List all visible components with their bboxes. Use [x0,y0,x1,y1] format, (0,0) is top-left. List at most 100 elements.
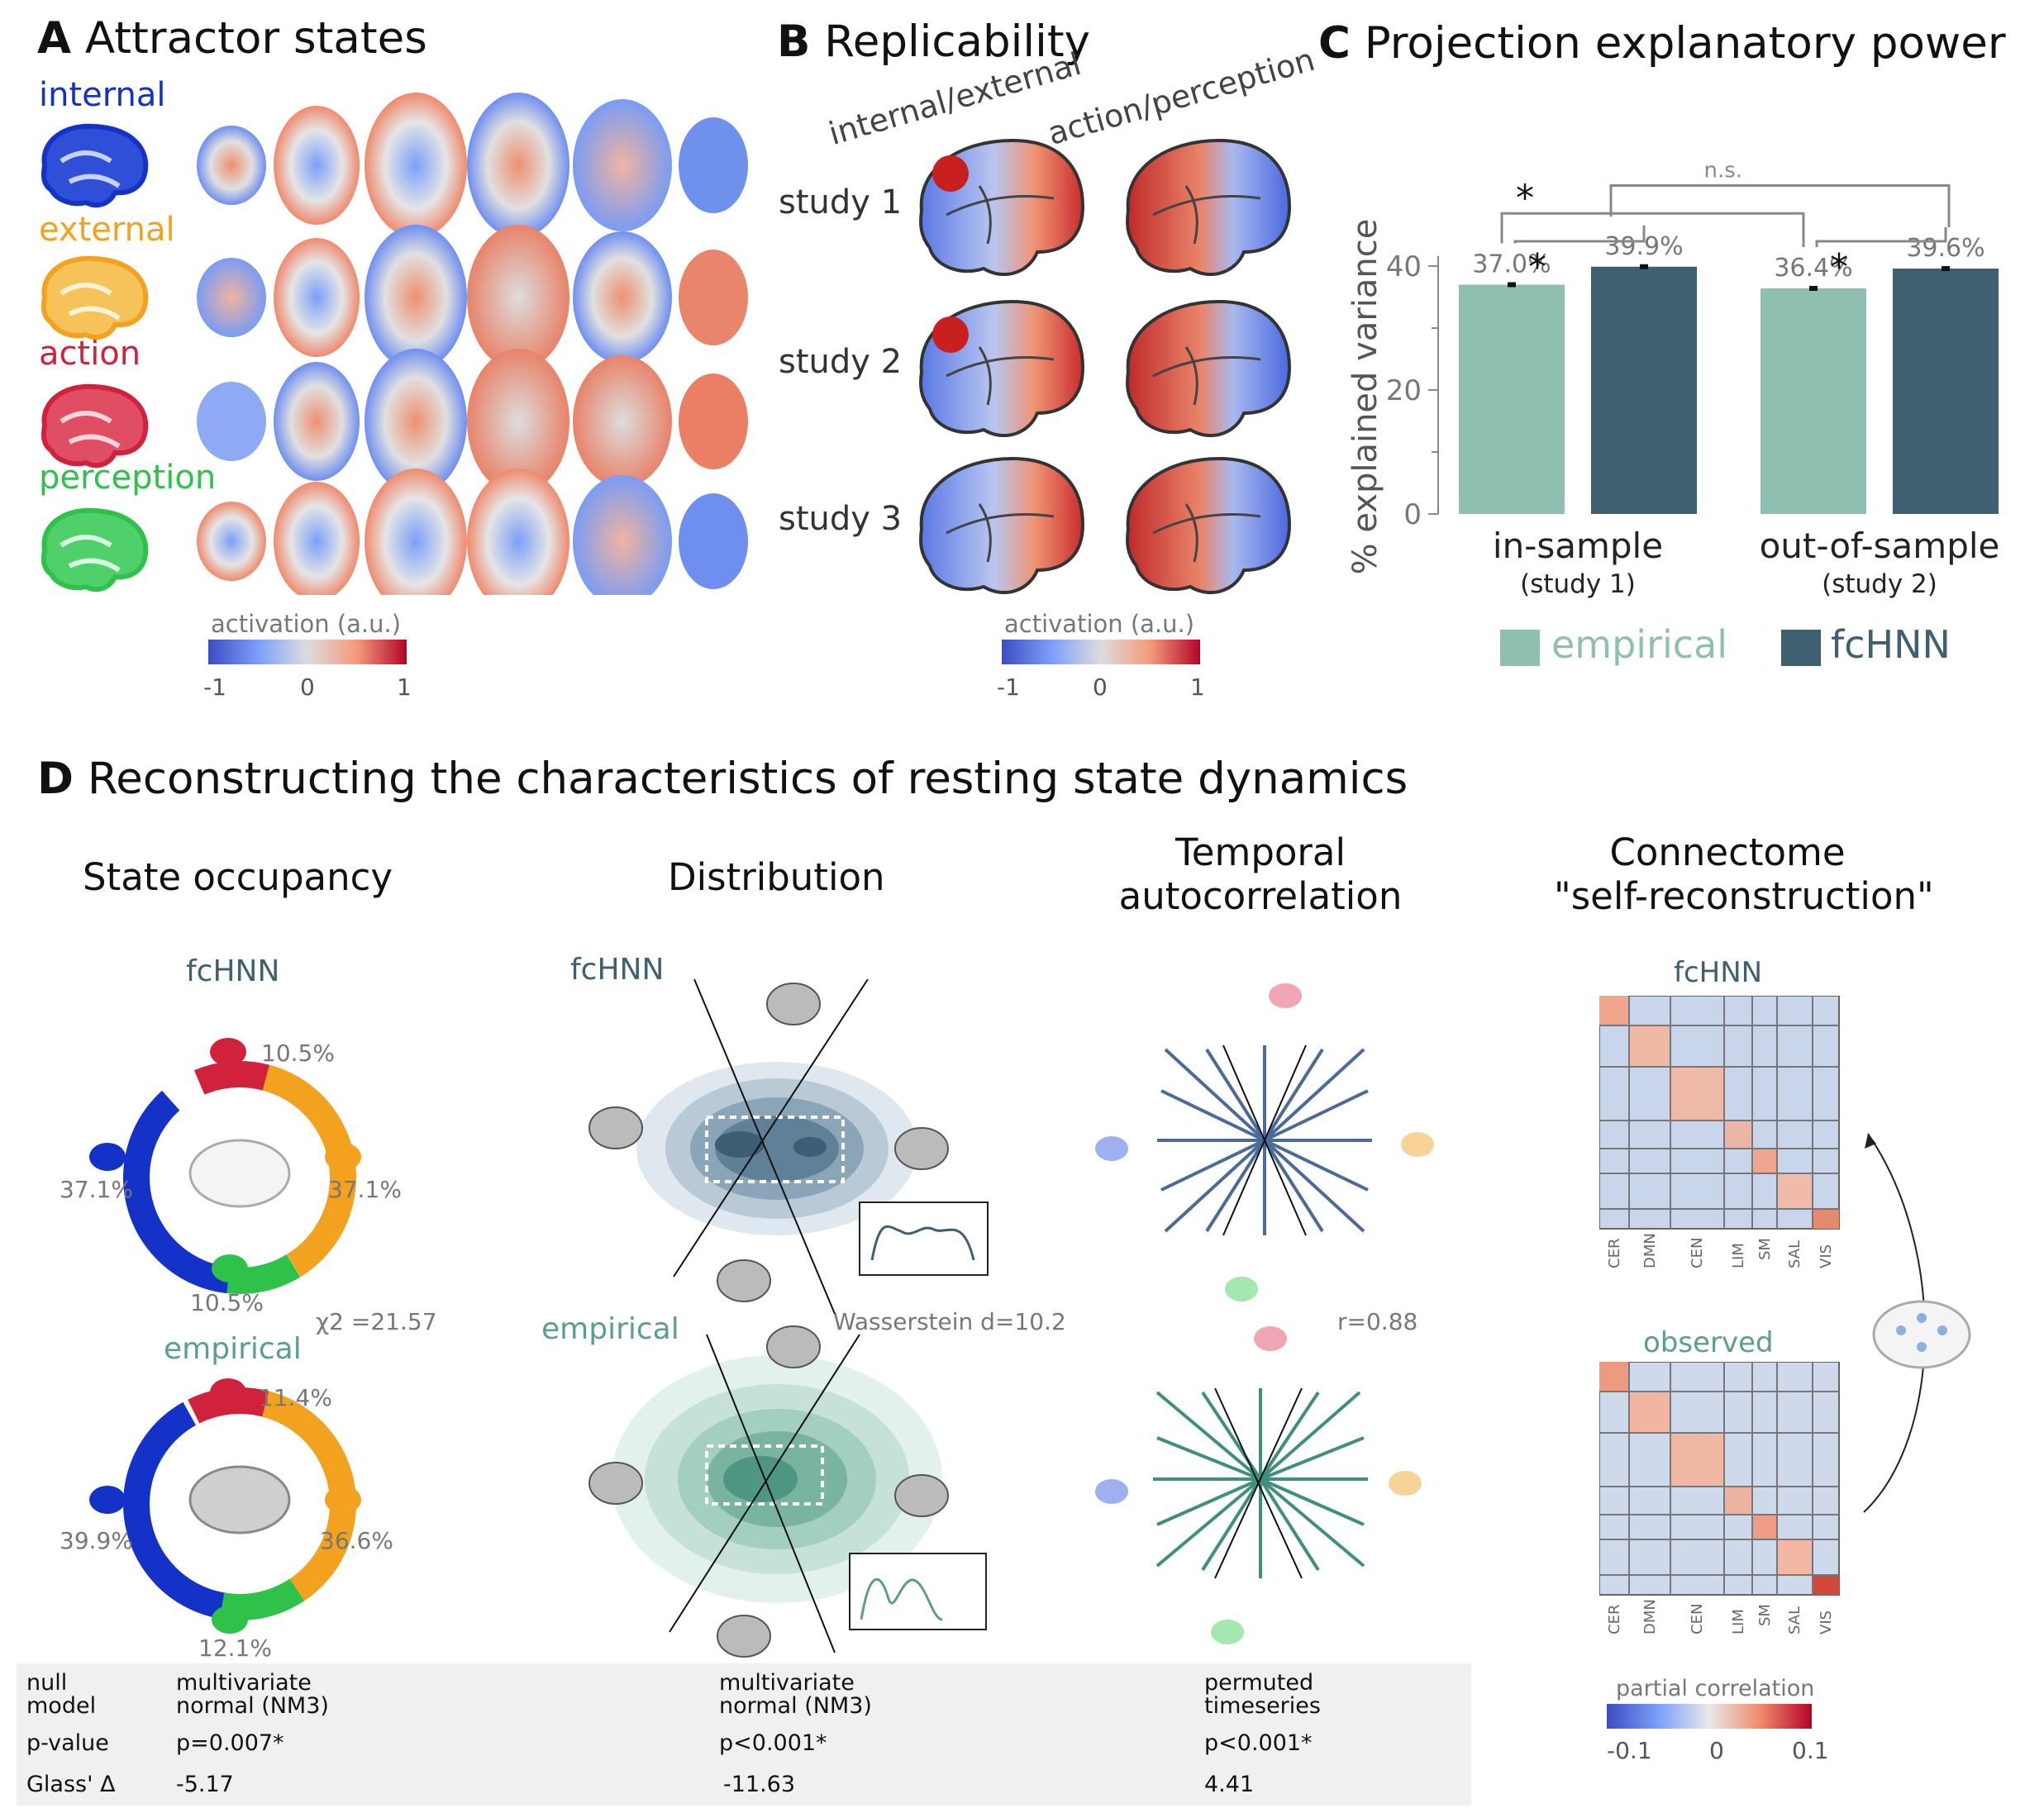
network-label: DMN [1641,1233,1659,1268]
sig-star-outer: * [1516,177,1534,219]
panel-d-title: D Reconstructing the characteristics of … [37,754,1408,804]
panel-b-colorbar [1002,640,1200,664]
distribution-empirical-label: empirical [541,1312,679,1346]
panel-a-tick-min: -1 [203,673,226,701]
dist-brain-right [894,1127,949,1170]
fchnn-action-pct: 10.5% [261,1040,335,1067]
panel-b-colorbar-label: activation (a.u.) [1004,610,1195,638]
error-bar [1508,282,1516,288]
network-icon [1872,1300,1971,1369]
row-label-study1: study 1 [779,183,903,221]
mini-brain-internal [89,1143,126,1171]
y-axis-label: % explained variance [1346,219,1384,575]
bar-value-label: 37.0% [1472,250,1551,279]
connectome-tick-min: -0.1 [1607,1737,1652,1764]
dist-emp-brain-left [588,1462,643,1505]
mini-brain-perception [212,1254,248,1282]
connectome-fchnn-label: fcHNN [1674,956,1763,989]
row-label-study2: study 2 [779,343,903,381]
dist-brain-top [766,983,821,1025]
connectome-colorbar-label: partial correlation [1616,1676,1815,1701]
group-sublabel: (study 1) [1520,569,1636,599]
panel-b-title: B Replicability [777,17,1090,67]
y-tick-label: 40 [1386,250,1422,283]
row-label-study3: study 3 [779,500,903,538]
network-label: LIM [1730,1609,1747,1634]
bracket [1609,184,1951,227]
occupancy-donut-empirical [89,1378,361,1634]
network-label: CER [1606,1605,1623,1634]
brain-icon-external [44,259,145,338]
bar-empirical-1 [1761,288,1866,514]
connectome-tick-mid: 0 [1709,1737,1724,1764]
brain-icon-internal [44,126,145,206]
brain-study1-ie [919,139,1084,277]
panel-a-colorbar-label: activation (a.u.) [211,610,402,638]
distribution-null-model: multivariate normal (NM3) [719,1670,872,1719]
bracket [1815,227,1947,247]
error-bar [1809,286,1818,291]
chi-square-stat: χ2 =21.57 [316,1308,437,1335]
dist-emp-brain-top [766,1325,821,1368]
group-label: out-of-sample [1760,526,2000,566]
network-label: CEN [1689,1238,1706,1268]
brain-icon-perception [44,511,145,590]
occupancy-empirical-label: empirical [164,1332,302,1366]
occupancy-glass-delta: -5.17 [176,1772,234,1797]
row-label-glass-delta: Glass' Δ [26,1772,116,1797]
temporal-null-model: permuted timeseries [1204,1670,1321,1719]
dist-brain-bottom [717,1259,771,1302]
distribution-glass-delta: -11.63 [723,1772,796,1797]
wasserstein-stat: Wasserstein d=10.2 [833,1308,1066,1335]
mini-brain-internal-emp [89,1486,126,1514]
emp-perception-pct: 12.1% [198,1634,272,1662]
panel-a-colorbar [208,640,407,664]
dist-emp-brain-bottom [717,1615,771,1658]
y-tick-label: 20 [1386,374,1422,407]
brain-study3-ap [1126,457,1291,595]
occupancy-p-value: p=0.007* [176,1730,284,1756]
network-label: SAL [1786,1606,1803,1634]
panel-a-title: A Attractor states [37,13,427,64]
error-bar [1942,266,1950,271]
streamplot-fchnn [1095,983,1434,1301]
group-label: in-sample [1493,526,1663,566]
distribution-p-value: p<0.001* [719,1730,827,1756]
temporal-emp-brain-action [1254,1326,1287,1351]
sig-star-out: * [1830,246,1848,288]
brain-icon-action [44,387,145,466]
dist-emp-brain-right [894,1474,949,1517]
fchnn-internal-pct: 37.1% [60,1176,133,1203]
slice-row-internal [197,93,748,238]
temporal-r-stat: r=0.88 [1337,1308,1418,1335]
attractor-brain-icons [33,112,157,690]
marginal-inset-emp [849,1553,987,1630]
distribution-fchnn-label: fcHNN [570,953,665,987]
fchnn-external-pct: 37.1% [328,1176,402,1203]
occupancy-title: State occupancy [83,855,393,899]
slice-row-external [197,225,748,370]
panel-b-tick-min: -1 [997,673,1020,701]
network-label: SAL [1786,1240,1803,1268]
dist-brain-left [588,1106,643,1149]
replicability-brains [919,139,1291,595]
group-sublabel: (study 2) [1822,569,1937,599]
temporal-glass-delta: 4.41 [1204,1772,1255,1797]
legend-swatch-fchnn [1781,630,1821,666]
mini-brain-action [210,1038,246,1066]
bar-value-label: 36.4% [1774,254,1852,283]
network-label: VIS [1818,1244,1835,1268]
network-label: VIS [1818,1611,1835,1634]
brain-study2-ap [1126,300,1291,438]
temporal-emp-brain-perception [1211,1620,1244,1644]
slice-row-action [197,349,748,494]
network-brain-icon [188,1139,291,1208]
bar-fcHNN-1 [1893,269,1999,514]
emp-internal-pct: 39.9% [60,1527,133,1554]
occupancy-fchnn-label: fcHNN [186,954,280,988]
state-label-internal: internal [39,76,166,114]
panel-a-tick-max: 1 [397,673,412,701]
panel-b-tick-max: 1 [1190,673,1205,701]
